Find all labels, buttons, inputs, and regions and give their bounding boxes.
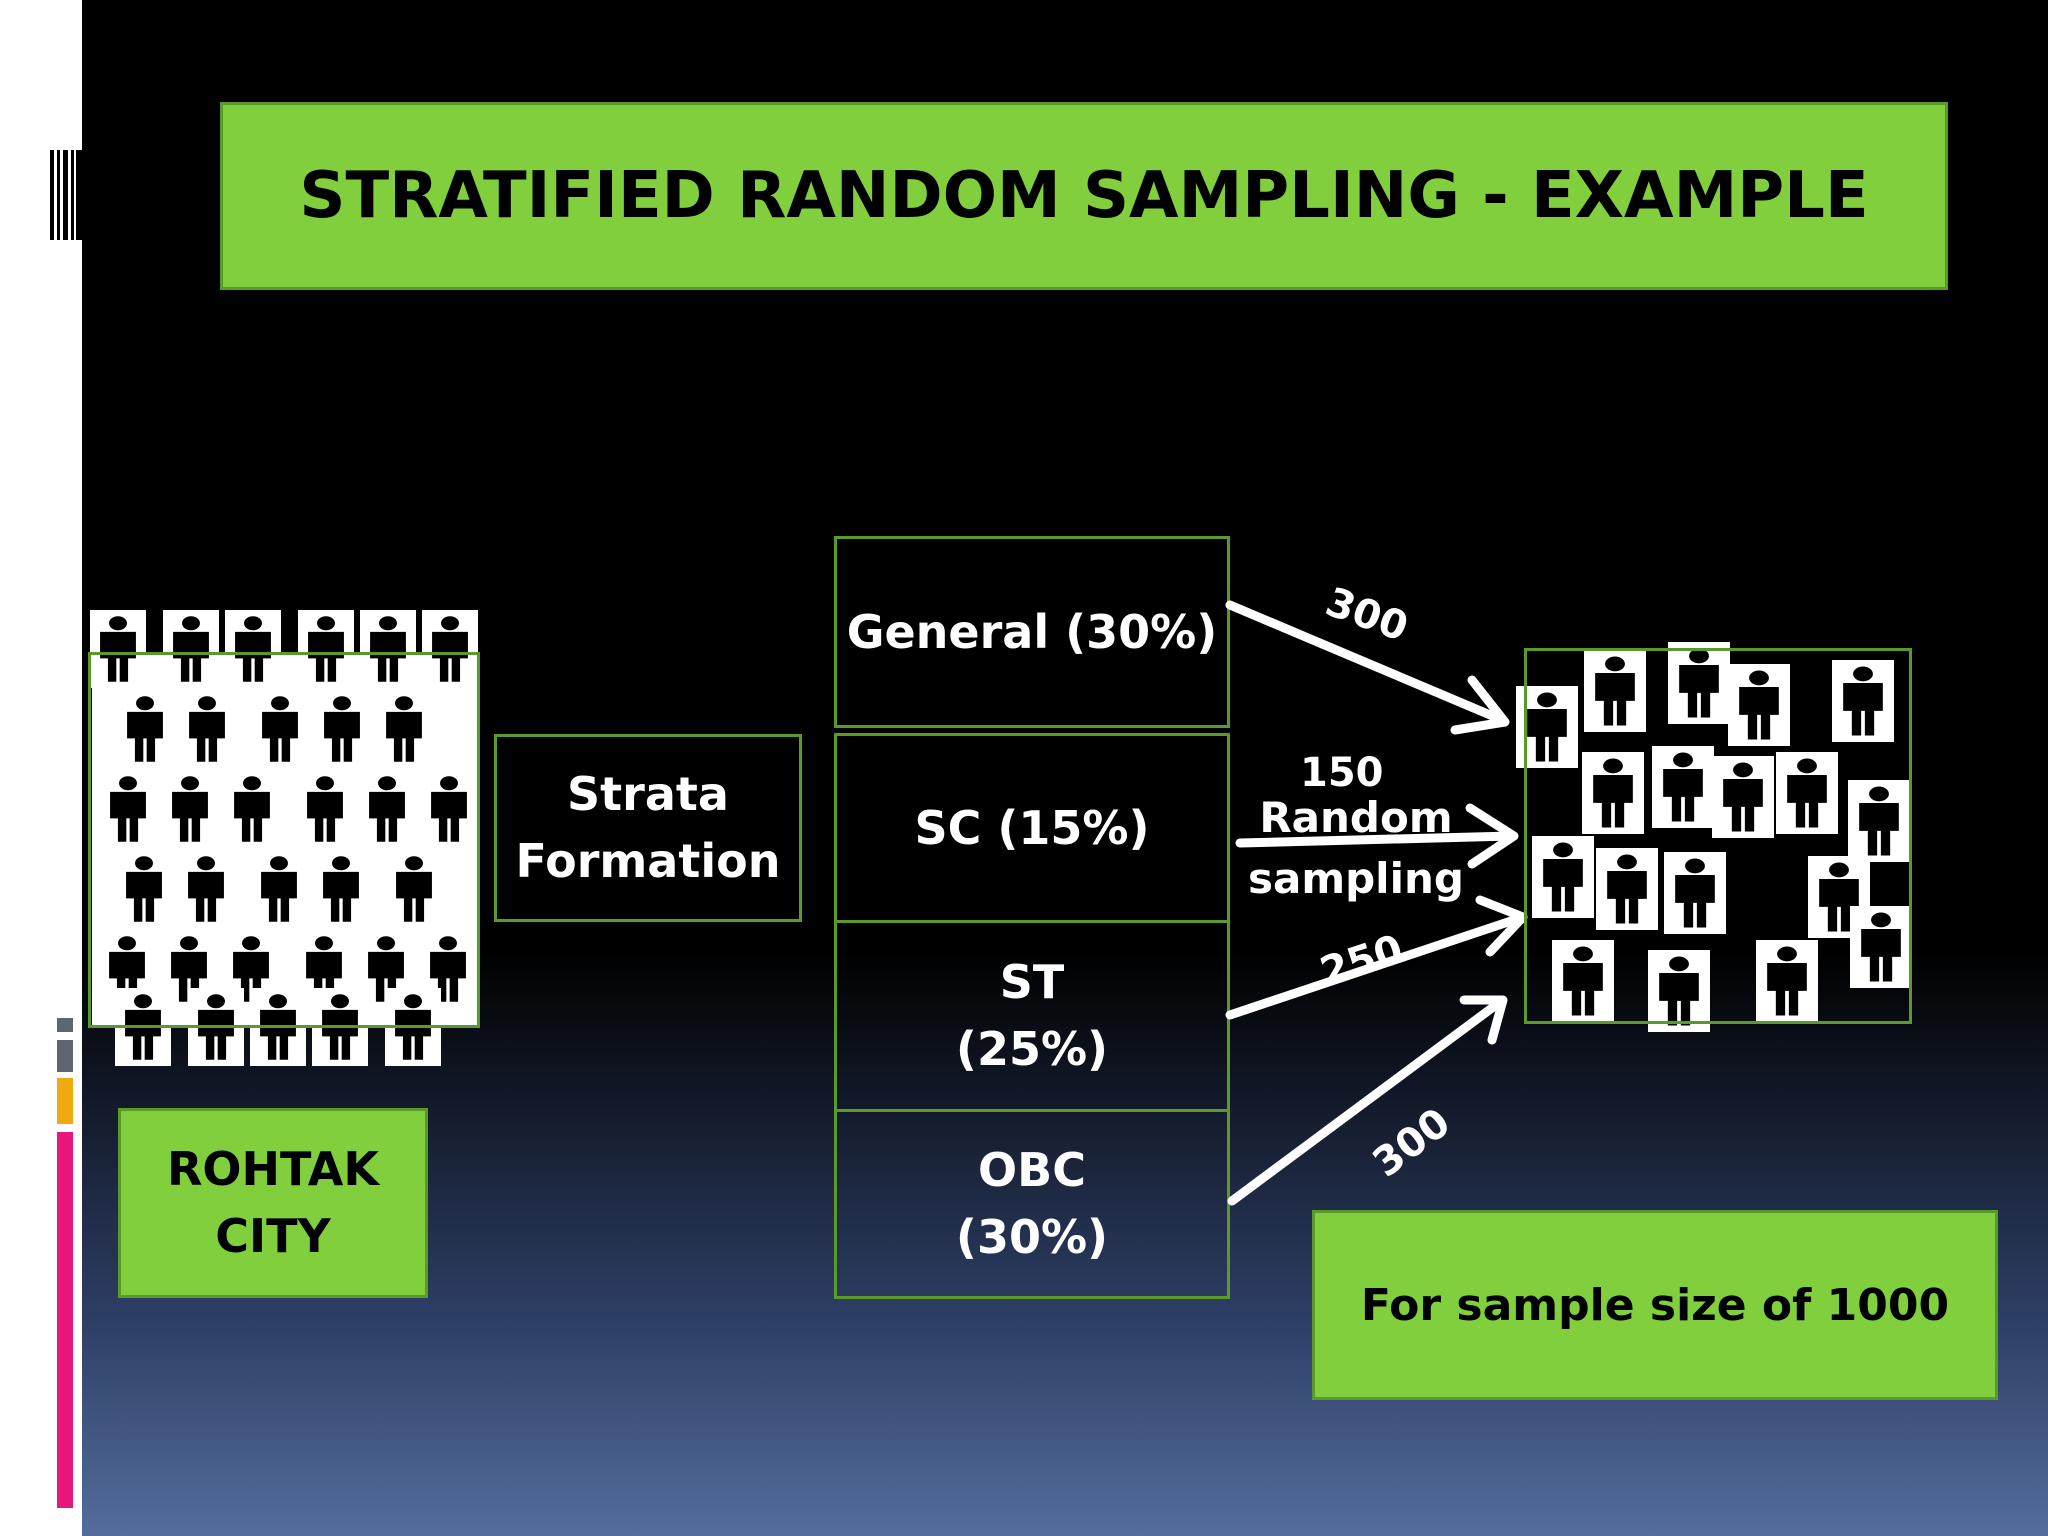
arrow-general-head — [1450, 675, 1510, 735]
person-icon — [251, 850, 307, 928]
title-banner: STRATIFIED RANDOM SAMPLING - EXAMPLE — [220, 102, 1948, 290]
person-icon — [1712, 756, 1774, 838]
person-icon — [1596, 848, 1658, 930]
stratum-general: General (30%) — [834, 536, 1230, 728]
person-icon — [117, 690, 173, 768]
sample-frame — [1524, 648, 1912, 1024]
person-icon — [90, 610, 146, 688]
person-icon — [360, 610, 416, 688]
person-icon — [225, 610, 281, 688]
person-icon — [1648, 950, 1710, 1032]
stratum-general-label: General (30%) — [846, 605, 1218, 659]
person-icon — [386, 850, 442, 928]
person-icon — [1652, 746, 1714, 828]
person-icon — [1552, 940, 1614, 1022]
person-icon — [297, 770, 353, 848]
person-icon — [1850, 906, 1912, 988]
arrow-obc — [1227, 997, 1505, 1206]
arrow-sc — [1235, 831, 1517, 848]
method-label: Random sampling — [1248, 793, 1464, 903]
person-icon — [1582, 752, 1644, 834]
person-icon — [1832, 660, 1894, 742]
person-icon — [359, 770, 415, 848]
person-icon — [100, 770, 156, 848]
population-label: ROHTAK CITY — [166, 1142, 380, 1263]
person-icon — [1668, 642, 1730, 724]
population-frame — [88, 652, 480, 1028]
arrow-sc-head — [1465, 803, 1519, 869]
barcode-stripes-icon — [0, 130, 82, 240]
strata-formation-box: Strata Formation — [494, 734, 802, 922]
person-icon — [162, 770, 218, 848]
arrow-st — [1225, 913, 1525, 1020]
person-icon — [298, 610, 354, 688]
strip-pink — [57, 1132, 73, 1508]
person-icon — [422, 610, 478, 688]
person-icon — [313, 850, 369, 928]
person-icon — [1756, 940, 1818, 1022]
person-icon — [314, 690, 370, 768]
person-icon — [116, 850, 172, 928]
page-title: STRATIFIED RANDOM SAMPLING - EXAMPLE — [299, 159, 1869, 233]
population-label-box: ROHTAK CITY — [118, 1108, 428, 1298]
arrow-general — [1225, 600, 1507, 725]
person-icon — [1848, 780, 1910, 862]
person-icon — [224, 770, 280, 848]
arrow-st-head — [1475, 895, 1528, 957]
person-icon — [252, 690, 308, 768]
stratum-st-label: ST (25%) — [955, 955, 1109, 1076]
person-icon — [1728, 664, 1790, 746]
sample-size-note-box: For sample size of 1000 — [1312, 1210, 1998, 1400]
person-icon — [1532, 836, 1594, 918]
strip-gray — [57, 1018, 73, 1032]
strip-orange — [57, 1078, 73, 1124]
person-icon — [163, 610, 219, 688]
stratum-obc: OBC (30%) — [834, 1109, 1230, 1299]
person-icon — [1776, 752, 1838, 834]
person-icon — [1584, 650, 1646, 732]
stratum-obc-label: OBC (30%) — [955, 1143, 1109, 1264]
arrow-obc-head — [1459, 995, 1508, 1045]
person-icon — [1664, 852, 1726, 934]
stratum-sc-label: SC (15%) — [914, 801, 1150, 855]
person-icon — [178, 850, 234, 928]
person-icon — [376, 690, 432, 768]
sample-size-note: For sample size of 1000 — [1360, 1279, 1950, 1331]
person-icon — [179, 690, 235, 768]
person-icon — [1808, 856, 1870, 938]
count-sc: 150 — [1300, 750, 1384, 796]
strata-formation-label: Strata Formation — [515, 767, 781, 888]
person-icon — [421, 770, 477, 848]
strip-gray-2 — [57, 1040, 73, 1072]
